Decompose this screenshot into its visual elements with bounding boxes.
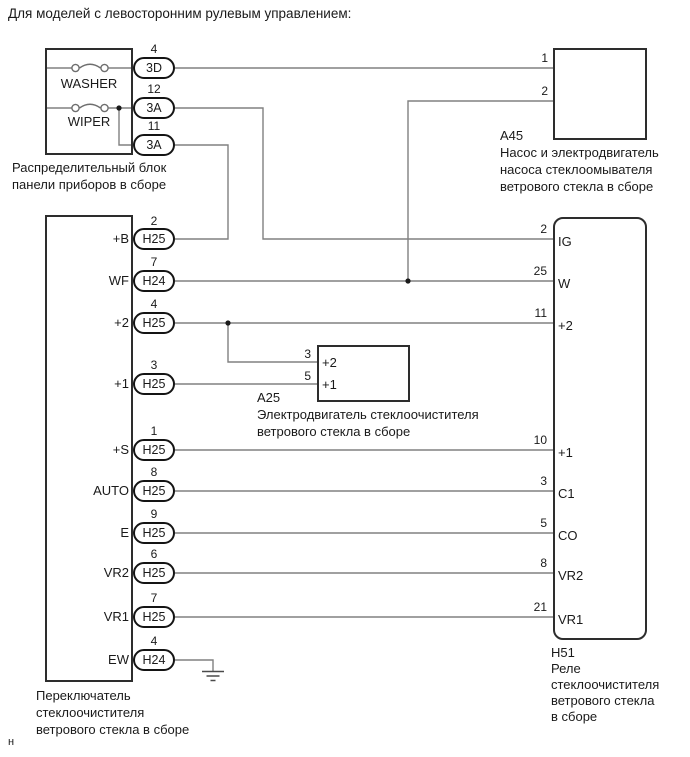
h51-pin-name: CO: [558, 528, 578, 543]
h51-pin-name: +1: [558, 445, 573, 460]
h51-pin-number: 2: [540, 222, 547, 236]
junction-block-label: Распределительный блок панели приборов в…: [12, 160, 167, 192]
wire-3a12-to-h51-ig: [175, 107, 553, 240]
junction-dot: [405, 278, 411, 284]
wiper-switch-box: [45, 215, 133, 682]
h51-pin-number: 5: [540, 516, 547, 530]
h51-id: H51: [551, 645, 575, 660]
switch-pin-name: AUTO: [93, 483, 129, 498]
switch-connector: H24: [133, 649, 175, 671]
h51-pin-name: C1: [558, 486, 575, 501]
fuse-wiper-element-icon: [79, 103, 101, 109]
fuse-label-washer: WASHER: [60, 76, 118, 91]
h51-label: H51 Реле стеклоочистителя ветрового стек…: [551, 645, 660, 724]
wiper-switch-label: Переключатель стеклоочистителя ветрового…: [36, 688, 190, 737]
wire-wiper-branch-to-3a11: [118, 108, 133, 146]
switch-pin-number: 9: [150, 507, 158, 521]
switch-connector: H25: [133, 606, 175, 628]
a45-label: A45 Насос и электродвигатель насоса стек…: [500, 128, 659, 194]
switch-pin-name: +S: [112, 442, 129, 457]
connector-3d: 3D: [133, 57, 175, 79]
switch-pin-name: +B: [112, 231, 129, 246]
switch-pin-number: 7: [150, 591, 158, 605]
junction-block-box: [45, 48, 133, 155]
switch-pin-name: EW: [108, 652, 129, 667]
wire-3a11-to-plusb: [175, 144, 229, 240]
fuse-terminal-icon: [100, 63, 109, 73]
fuse-label-wiper: WIPER: [67, 114, 111, 129]
ground-icon: [202, 670, 224, 682]
a25-pin-number: 5: [304, 369, 311, 383]
switch-pin-name: E: [120, 525, 129, 540]
fuse-washer-element-icon: [79, 63, 101, 69]
a25-id: A25: [257, 390, 281, 405]
h51-pin-number: 10: [533, 433, 547, 447]
h51-pin-name: W: [558, 276, 571, 291]
switch-pin-number: 4: [150, 297, 158, 311]
h51-box: [553, 217, 647, 640]
switch-pin-number: 1: [150, 424, 158, 438]
a25-label: A25 Электродвигатель стеклоочистителя ве…: [257, 390, 479, 439]
switch-connector: H25: [133, 480, 175, 502]
a45-pin-number: 2: [541, 84, 548, 98]
switch-pin-name: +2: [114, 315, 129, 330]
wire-w-branch-to-a45-2: [407, 100, 553, 281]
h51-pin-name: +2: [558, 318, 573, 333]
switch-pin-number: 3: [150, 358, 158, 372]
wire-plus2-branch-to-a25-3: [227, 323, 317, 363]
h51-pin-number: 8: [540, 556, 547, 570]
switch-pin-number: 4: [150, 634, 158, 648]
h51-pin-number: 11: [534, 306, 547, 320]
h51-pin-number: 3: [540, 474, 547, 488]
switch-pin-number: 7: [150, 255, 158, 269]
fuse-terminal-icon: [100, 103, 109, 113]
connector-3a-12: 3A: [133, 97, 175, 119]
switch-connector: H25: [133, 522, 175, 544]
connector-pin-number: 4: [150, 42, 158, 56]
a25-pin-name: +2: [322, 355, 337, 370]
switch-connector: H25: [133, 373, 175, 395]
connector-3a-11: 3A: [133, 134, 175, 156]
connector-pin-number: 11: [147, 119, 161, 133]
switch-pin-name: +1: [114, 376, 129, 391]
switch-pin-name: VR1: [103, 609, 129, 624]
h51-pin-number: 21: [533, 600, 547, 614]
junction-dot: [116, 105, 122, 111]
switch-connector: H25: [133, 312, 175, 334]
switch-connector: H25: [133, 228, 175, 250]
h51-pin-name: VR1: [558, 612, 584, 627]
switch-pin-number: 6: [150, 547, 158, 561]
switch-connector: H25: [133, 562, 175, 584]
a25-box: [317, 345, 410, 402]
diagram-title: Для моделей с левосторонним рулевым упра…: [8, 6, 352, 21]
h51-pin-name: IG: [558, 234, 572, 249]
switch-connector: H25: [133, 439, 175, 461]
wire-ew-to-ground: [175, 659, 214, 671]
h51-pin-name: VR2: [558, 568, 584, 583]
footer-mark: н: [8, 736, 15, 748]
a45-box: [553, 48, 647, 140]
switch-pin-name: VR2: [103, 565, 129, 580]
h51-pin-number: 25: [533, 264, 547, 278]
a25-pin-number: 3: [304, 347, 311, 361]
a45-pin-number: 1: [541, 51, 548, 65]
switch-connector: H24: [133, 270, 175, 292]
switch-pin-number: 2: [150, 214, 158, 228]
switch-pin-number: 8: [150, 465, 158, 479]
junction-dot: [225, 320, 231, 326]
connector-pin-number: 12: [147, 82, 161, 96]
fuse-terminal-icon: [71, 63, 80, 73]
a45-id: A45: [500, 128, 524, 143]
switch-pin-name: WF: [108, 273, 129, 288]
fuse-terminal-icon: [71, 103, 80, 113]
a25-pin-name: +1: [322, 377, 337, 392]
